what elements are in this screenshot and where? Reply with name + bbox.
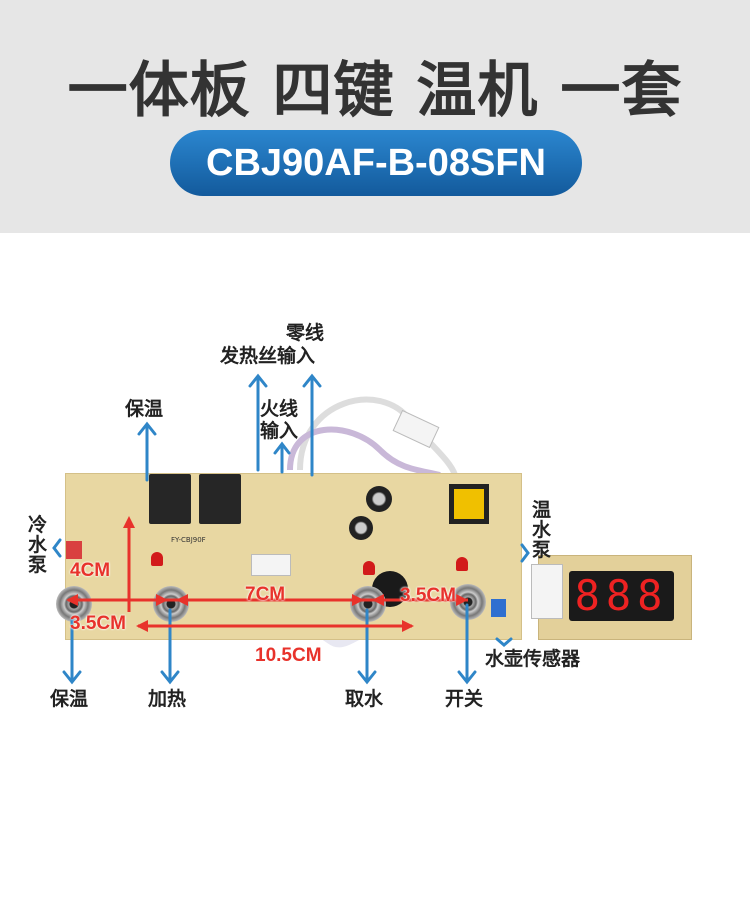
measure-arrowhead — [66, 594, 78, 606]
measure-arrowhead — [176, 594, 188, 606]
measure-arrowhead — [402, 620, 414, 632]
chevron-warm-pump — [520, 543, 530, 563]
capacitor — [349, 516, 373, 540]
label-cold-pump: 冷水泵 — [28, 514, 48, 576]
dimension-total: 10.5CM — [255, 645, 322, 666]
arrow-neutral-line — [302, 373, 322, 477]
chevron-cold-pump — [52, 538, 62, 558]
measure-arrowhead — [352, 594, 364, 606]
arrow-keep-warm-top — [137, 421, 157, 482]
relay-2 — [199, 474, 241, 524]
label-kettle-sensor: 水壶传感器 — [485, 648, 581, 670]
led-3 — [456, 557, 468, 571]
seven-segment-display: 888 — [569, 571, 674, 621]
product-title: 一体板 四键 温机 一套 — [67, 56, 683, 126]
measure-arrowhead — [136, 620, 148, 632]
dimension-right: 3.5CM — [400, 585, 456, 606]
arrow-btn-heat — [160, 608, 180, 685]
label-btn-switch: 开关 — [445, 688, 484, 710]
transformer — [449, 484, 489, 524]
measure-arrowhead — [123, 516, 135, 528]
label-btn-heat: 加热 — [148, 688, 187, 710]
label-btn-water: 取水 — [345, 688, 384, 710]
measure-arrowhead — [456, 594, 468, 606]
dimension-vertical: 4CM — [70, 560, 111, 581]
label-keep-warm-top: 保温 — [125, 398, 164, 420]
arrow-heater-input — [248, 373, 268, 472]
capacitor — [366, 486, 392, 512]
display-board-connector — [531, 564, 563, 619]
arrow-btn-keep-warm — [62, 618, 82, 685]
model-badge: CBJ90AF-B-08SFN — [170, 130, 582, 196]
relay-1 — [149, 474, 191, 524]
measure-arrowhead — [372, 594, 384, 606]
label-heater-input: 发热丝输入 — [220, 345, 316, 367]
arrow-live-line — [273, 441, 291, 474]
chevron-kettle-sensor — [495, 637, 513, 647]
dimension-left: 3.5CM — [70, 613, 126, 634]
arrow-btn-switch — [457, 603, 477, 685]
label-live-line: 火线输入 — [260, 398, 299, 442]
display-board: 888 — [531, 555, 692, 640]
label-btn-keep-warm: 保温 — [50, 688, 89, 710]
led-2 — [363, 561, 375, 575]
measure-arrowhead — [156, 594, 168, 606]
main-control-board: FY-CBJ90F — [56, 473, 522, 640]
header-banner: 一体板 四键 温机 一套 CBJ90AF-B-08SFN — [0, 0, 750, 233]
label-warm-pump: 温水泵 — [532, 499, 552, 561]
dimension-middle: 7CM — [245, 584, 286, 605]
led-1 — [151, 552, 163, 566]
cold-pump-connector — [66, 541, 82, 559]
arrow-btn-water — [357, 608, 377, 685]
display-connector — [251, 554, 291, 576]
label-neutral-line: 零线 — [286, 322, 325, 344]
kettle-sensor-connector — [491, 599, 506, 617]
board-model-print: FY-CBJ90F — [171, 536, 206, 544]
